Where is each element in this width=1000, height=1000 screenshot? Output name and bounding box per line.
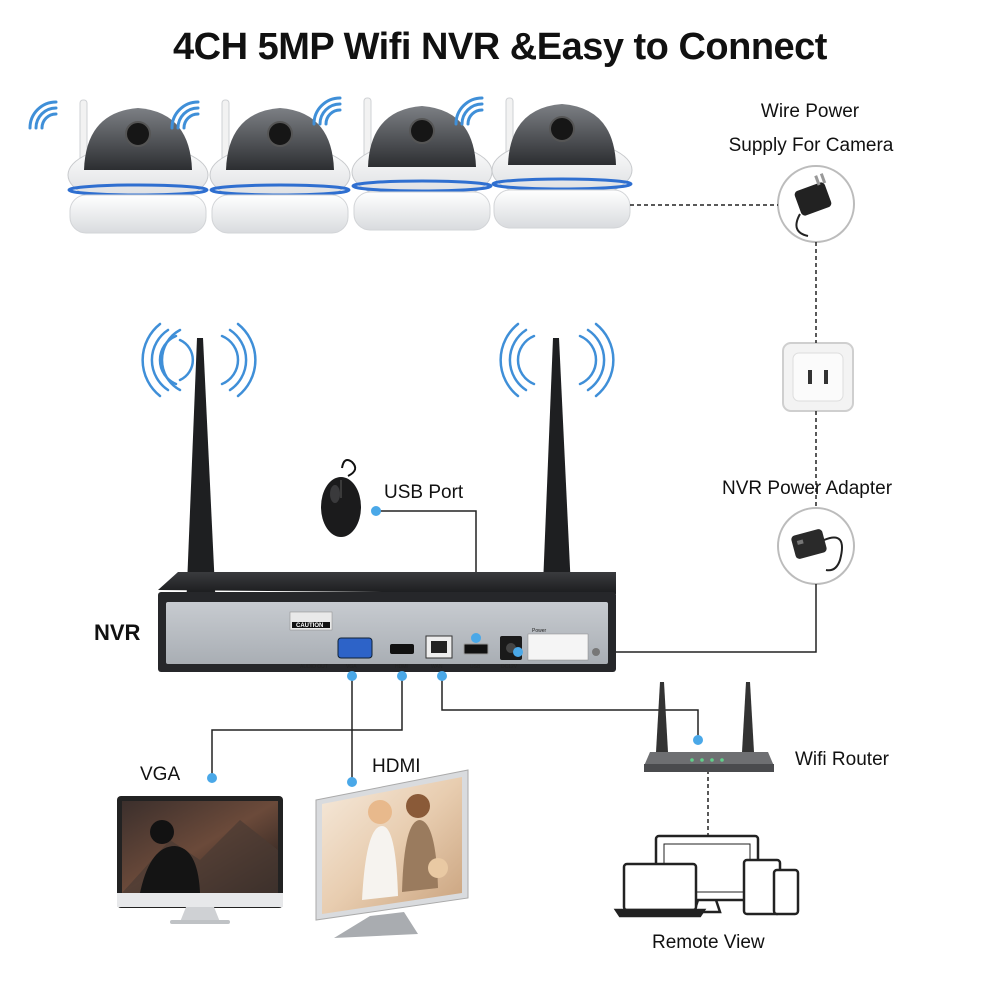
- hdmi-monitor: [315, 769, 469, 938]
- dome-camera-1: [67, 99, 209, 234]
- usb-port-label: USB: [470, 664, 481, 670]
- wire-power-label: Wire Power: [760, 101, 860, 122]
- wifi-signal-icon: [28, 96, 484, 130]
- dc-port-label: DC12V: [501, 664, 518, 670]
- dome-camera-4: [491, 97, 633, 229]
- wan-port-label: WAN: [431, 664, 443, 670]
- hdmi-port-label: HDMI: [395, 664, 408, 670]
- nvr-power-adapter-icon: [777, 507, 855, 585]
- wall-socket-icon: [782, 342, 854, 412]
- nvr-power-adapter-label: NVR Power Adapter: [722, 478, 893, 499]
- remote-devices-icon: [613, 834, 800, 918]
- page-title: 4CH 5MP Wifi NVR &Easy to Connect: [173, 26, 827, 68]
- hdmi-label: HDMI: [372, 756, 421, 777]
- usb-port-label: USB Port: [384, 482, 464, 503]
- nvr-device: [158, 572, 616, 672]
- dome-camera-2: [209, 99, 351, 234]
- connection-lines: [211, 204, 817, 836]
- vga-monitor: [117, 796, 283, 924]
- wifi-signal-icon: [141, 322, 615, 398]
- power-label: Power: [532, 628, 547, 634]
- audio-out-label: AUDIO OUT: [300, 664, 328, 670]
- mouse-icon: [321, 459, 361, 537]
- vga-label: VGA: [140, 764, 181, 785]
- camera-power-adapter-icon: [777, 165, 855, 243]
- dome-camera-3: [351, 97, 493, 231]
- connector-dots: [207, 506, 703, 787]
- wifi-router-icon: [644, 682, 774, 772]
- remote-view-label: Remote View: [652, 932, 765, 953]
- supply-for-camera-label: Supply For Camera: [728, 135, 894, 156]
- wifi-router-label: Wifi Router: [795, 749, 889, 770]
- caution-label: CAUTION: [296, 623, 323, 629]
- nvr-label: NVR: [94, 620, 141, 645]
- vga-port-label: VGA: [346, 664, 357, 670]
